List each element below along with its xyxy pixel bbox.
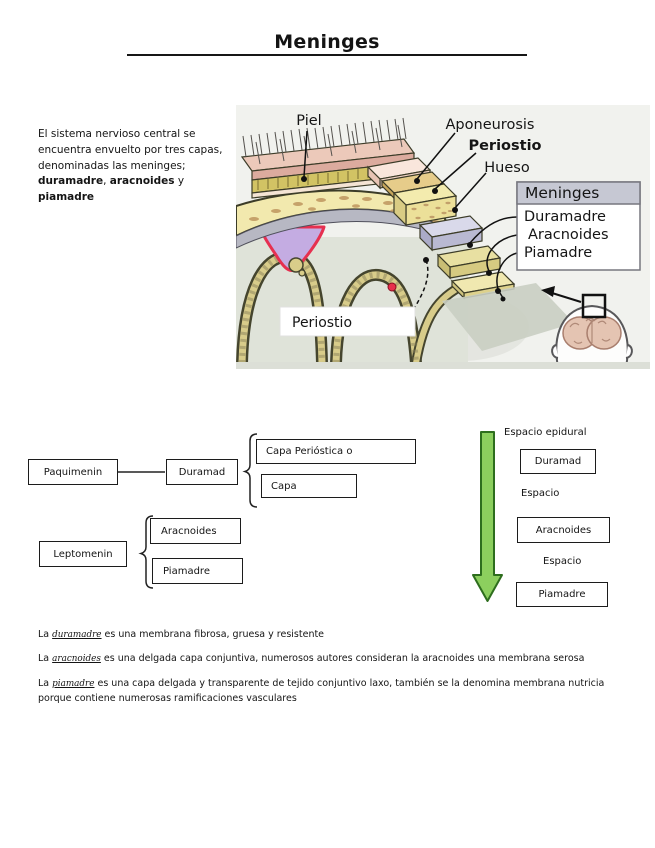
intro-term-duramadre: duramadre xyxy=(38,175,104,188)
vessel-dot xyxy=(387,282,397,292)
title-underline: Meninges xyxy=(127,31,527,56)
espacio-epidural-label: Espacio epidural xyxy=(504,427,587,438)
box-duramadre: Duramad xyxy=(166,459,238,485)
legend-item-aracnoides: Aracnoides xyxy=(528,227,609,243)
term-aracnoides: aracnoides xyxy=(52,654,101,665)
label-pointers xyxy=(303,130,518,299)
espacio-subaracnoideo-label: Espacio xyxy=(543,556,582,567)
hueso-label: Hueso xyxy=(484,160,530,176)
periostio-label: Periostio xyxy=(468,138,541,154)
box-capa: Capa xyxy=(261,474,357,498)
term-piamadre: piamadre xyxy=(52,678,95,689)
term-duramadre: duramadre xyxy=(52,630,102,640)
periostio-label-box: Periostio xyxy=(279,306,416,337)
intro-term-piamadre: piamadre xyxy=(38,191,95,204)
box-space-aracnoides: Aracnoides xyxy=(517,517,610,543)
figure-bottom-edge xyxy=(236,362,650,369)
box-space-duramadre: Duramad xyxy=(520,449,596,474)
aracnoides-layer xyxy=(436,245,502,280)
box-aracnoides: Aracnoides xyxy=(150,518,241,544)
intro-text: El sistema nervioso central se encuentra… xyxy=(38,128,223,172)
intro-term-aracnoides: aracnoides xyxy=(109,175,175,188)
paragraph-duramadre: La duramadre es una membrana fibrosa, gr… xyxy=(38,629,325,640)
duramadre-layer xyxy=(418,215,484,252)
zoom-arrow-head xyxy=(541,286,555,297)
aponeurosis-label: Aponeurosis xyxy=(446,117,535,133)
meninges-legend: Meninges Duramadre Aracnoides Piamadre xyxy=(516,181,641,271)
cast-shadow xyxy=(442,283,574,351)
periostio-dashed-pointer xyxy=(414,257,429,308)
page-title: Meninges xyxy=(274,31,380,53)
subarachnoid-arches xyxy=(236,237,468,364)
meninges-anatomy-figure: Periostio Meninges Duramadre Aracnoides … xyxy=(236,105,650,369)
head-locator-icon xyxy=(541,286,633,368)
down-arrow xyxy=(472,431,503,602)
anatomy-illustration: Periostio Meninges Duramadre Aracnoides … xyxy=(236,105,650,369)
arachnoid-granulation xyxy=(288,257,304,273)
piel-label: Piel xyxy=(296,113,321,129)
espacio-subdural-label: Espacio xyxy=(521,488,560,499)
box-space-piamadre: Piamadre xyxy=(516,582,608,607)
bone-layer xyxy=(392,183,458,227)
skin-block xyxy=(240,138,416,199)
box-paquimeninge: Paquimenin xyxy=(28,459,118,485)
zoom-region-square xyxy=(581,293,607,319)
brain-icon xyxy=(562,316,622,350)
box-capa-periostica: Capa Perióstica o xyxy=(256,439,416,464)
hairs xyxy=(242,117,407,165)
legend-item-duramadre: Duramadre xyxy=(524,209,606,225)
paragraph-piamadre: La piamadre es una capa delgada y transp… xyxy=(38,677,605,704)
description-paragraphs: La duramadre es una membrana fibrosa, gr… xyxy=(38,628,632,715)
paragraph-aracnoides: La aracnoides es una delgada capa conjun… xyxy=(38,653,585,665)
box-piamadre: Piamadre xyxy=(152,558,243,584)
box-leptomeninge: Leptomenin xyxy=(39,541,127,567)
bone-marrow-spots xyxy=(249,196,440,228)
pointer-dots xyxy=(301,176,506,302)
sagittal-sinus xyxy=(258,225,326,277)
legend-title: Meninges xyxy=(525,184,599,202)
legend-item-piamadre: Piamadre xyxy=(524,245,592,261)
intro-paragraph: El sistema nervioso central se encuentra… xyxy=(38,128,223,204)
periostio-box-label: Periostio xyxy=(292,315,352,331)
